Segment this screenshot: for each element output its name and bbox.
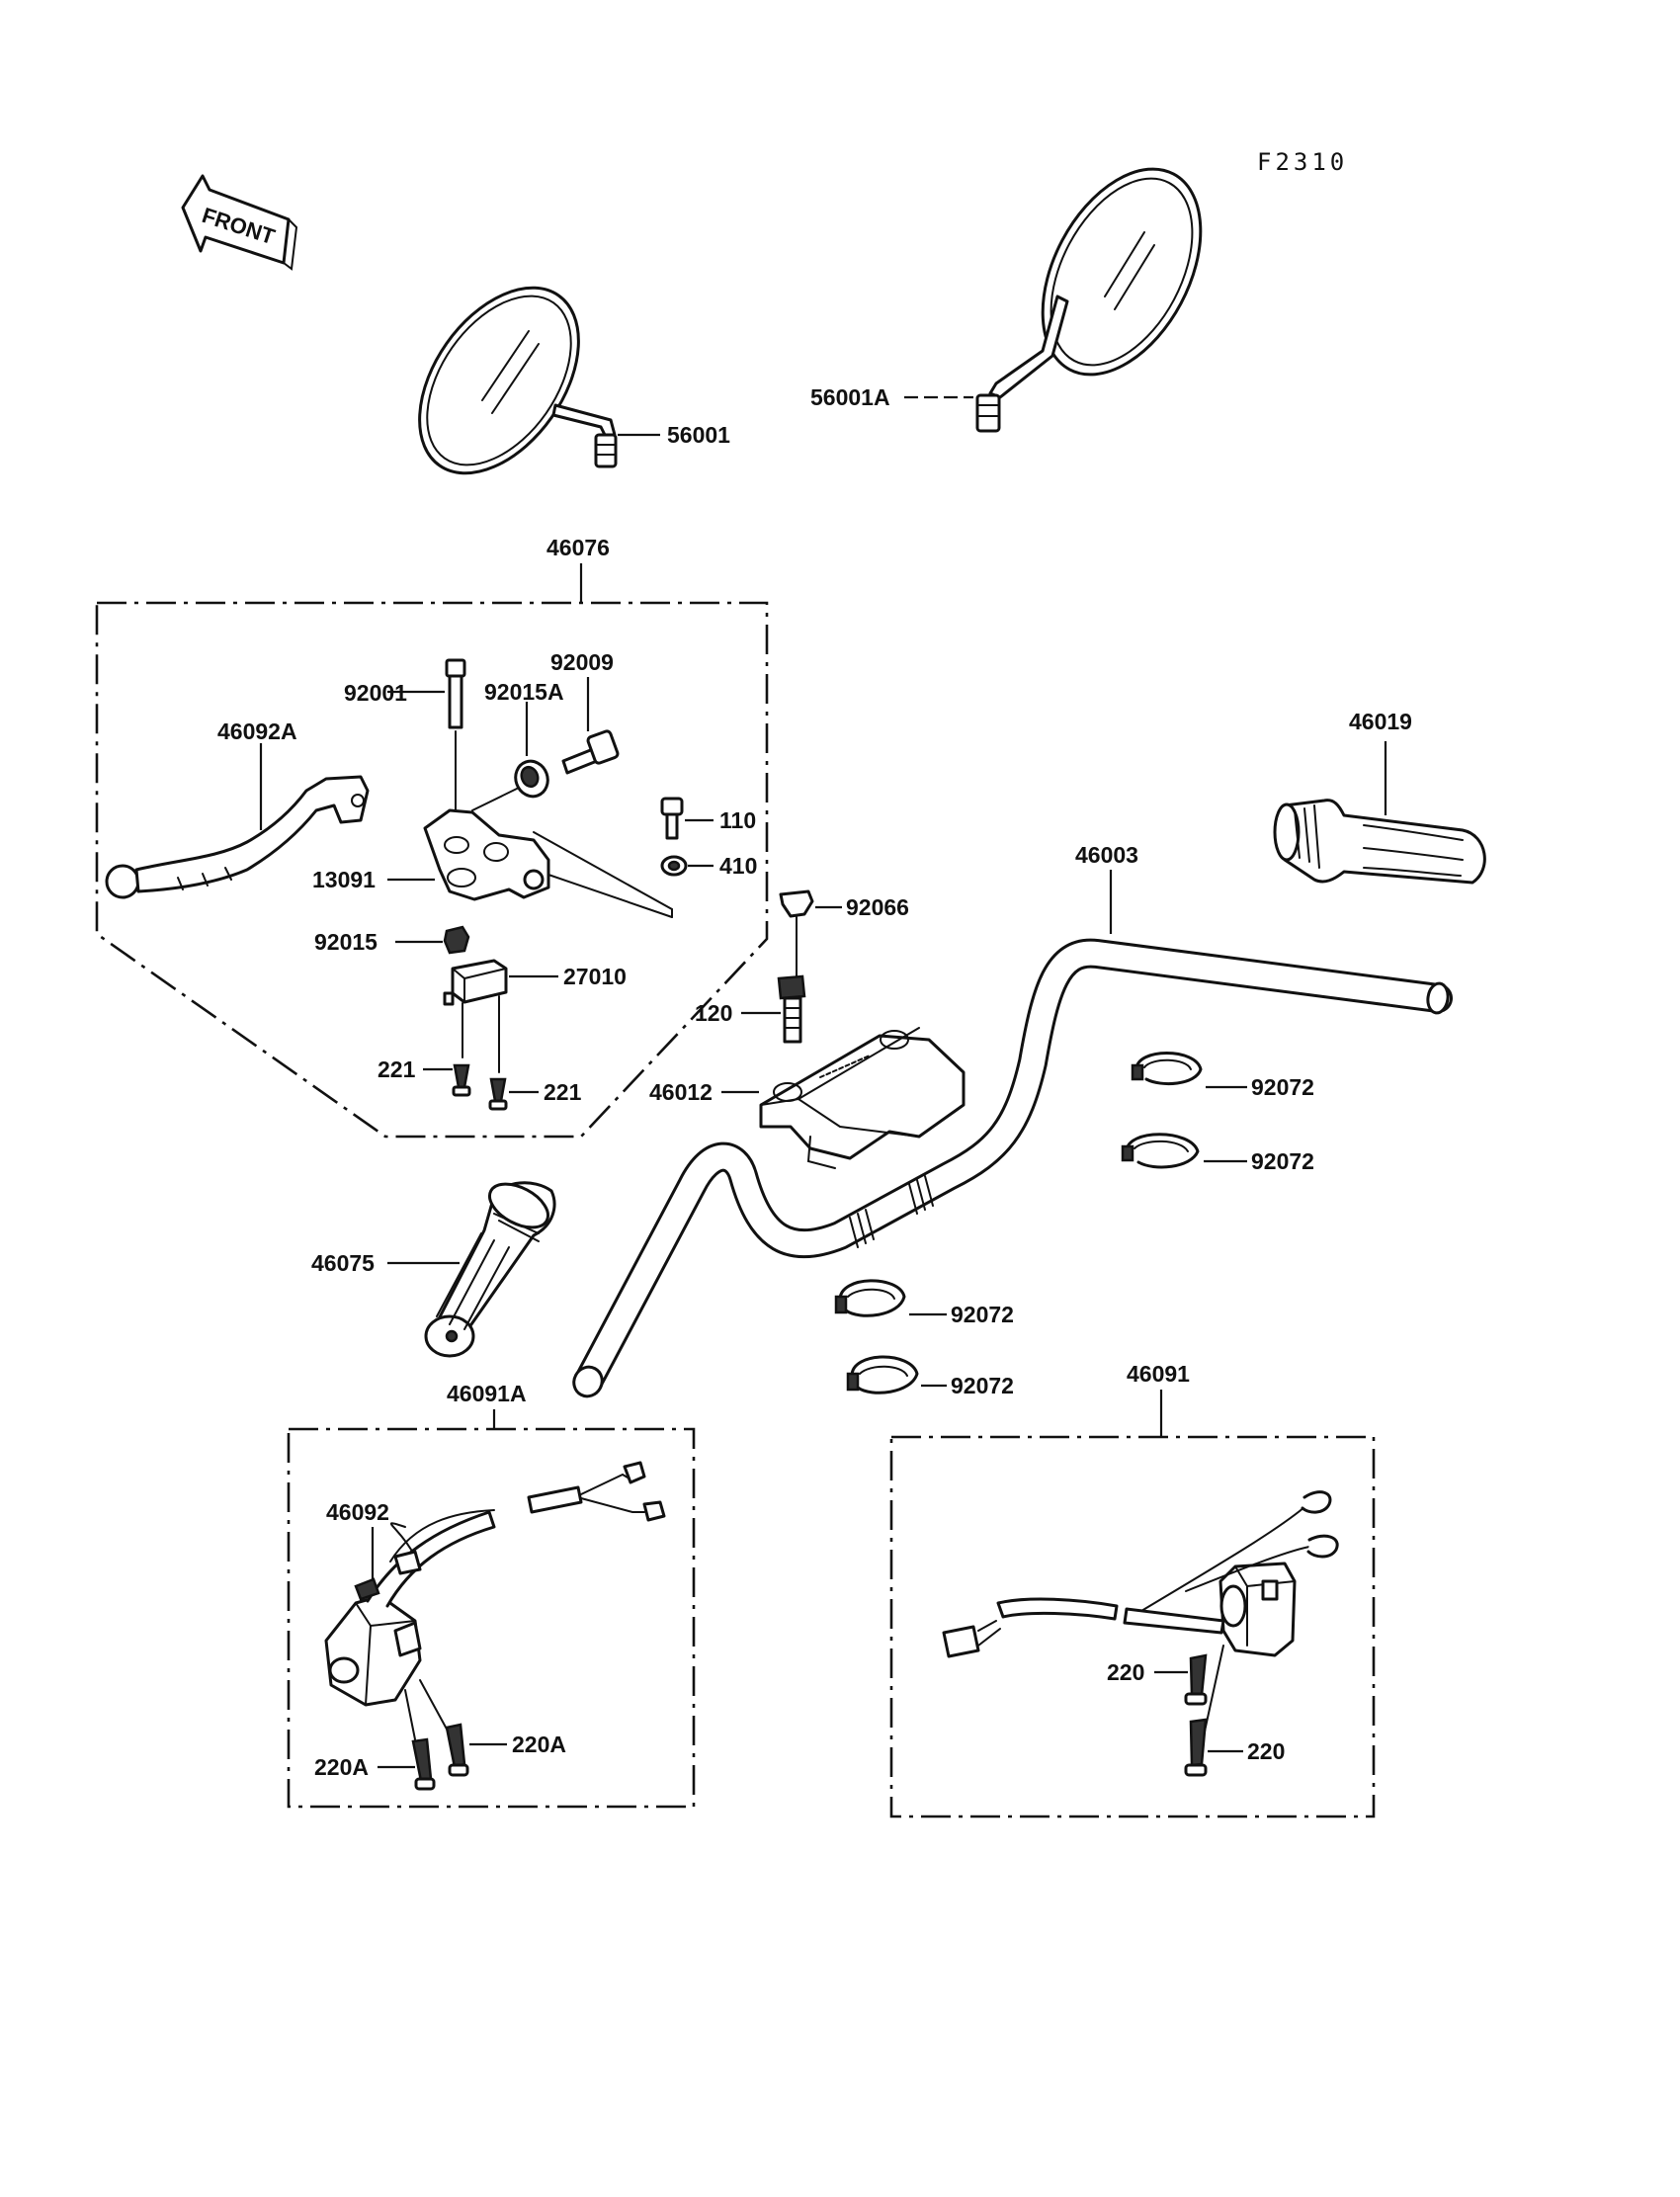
- nut-92015: [443, 925, 470, 955]
- label-92072-1: 92072: [1251, 1074, 1314, 1100]
- label-46012: 46012: [649, 1079, 713, 1105]
- label-92072-2: 92072: [1251, 1148, 1314, 1174]
- label-92001: 92001: [344, 680, 407, 706]
- holder-13091: [423, 808, 673, 918]
- label-221-b: 221: [544, 1079, 582, 1105]
- bolt-120: [777, 974, 806, 1044]
- screw-220A-b: [411, 1737, 436, 1791]
- label-56001A: 56001A: [810, 384, 890, 410]
- label-92009: 92009: [550, 649, 614, 675]
- clamp-band-4: [846, 1355, 919, 1394]
- label-120: 120: [695, 1000, 732, 1026]
- label-46076: 46076: [546, 535, 610, 560]
- label-92072-4: 92072: [951, 1373, 1014, 1398]
- adjuster-92009: [561, 729, 620, 775]
- screw-220-a: [1184, 1653, 1208, 1706]
- label-46019: 46019: [1349, 709, 1412, 734]
- label-221-a: 221: [378, 1056, 416, 1082]
- switch-left-box: [287, 1427, 696, 1809]
- handlebar-46003: [572, 938, 1453, 1398]
- label-92066: 92066: [846, 894, 909, 920]
- grip-right-46019: [1273, 799, 1486, 885]
- label-46091A: 46091A: [447, 1381, 527, 1406]
- label-56001: 56001: [667, 422, 730, 448]
- label-46092: 46092: [326, 1499, 389, 1525]
- screw-221-b: [488, 1077, 508, 1111]
- ring-92015A: [514, 759, 549, 799]
- clamp-band-1: [1131, 1052, 1203, 1086]
- grip-left-46075: [424, 1181, 556, 1358]
- front-arrow-icon: FRONT: [181, 174, 298, 271]
- lever-assembly-box: [95, 601, 769, 1139]
- bolt-92001: [445, 658, 466, 729]
- label-92072-3: 92072: [951, 1302, 1014, 1327]
- label-220-b: 220: [1247, 1738, 1285, 1764]
- clamp-band-2: [1121, 1133, 1200, 1169]
- nut-410: [660, 855, 688, 877]
- label-220A-a: 220A: [512, 1732, 566, 1757]
- clamp-46012: [759, 1027, 966, 1169]
- label-220A-b: 220A: [314, 1754, 369, 1780]
- switch-right-box: [889, 1435, 1376, 1818]
- mirror-left: [418, 286, 618, 475]
- label-46003: 46003: [1075, 842, 1138, 868]
- lever-46092A: [105, 775, 370, 899]
- label-27010: 27010: [563, 964, 627, 989]
- switch-27010: [443, 959, 508, 1006]
- clamp-band-3: [834, 1279, 906, 1317]
- screw-220-b: [1184, 1718, 1208, 1777]
- label-46092A: 46092A: [217, 718, 297, 744]
- label-92015A: 92015A: [484, 679, 564, 705]
- mirror-right: [975, 167, 1203, 433]
- bolt-110: [660, 797, 684, 840]
- label-92015: 92015: [314, 929, 378, 955]
- label-13091: 13091: [312, 867, 376, 892]
- label-220-a: 220: [1107, 1659, 1144, 1685]
- label-110: 110: [719, 807, 756, 833]
- screw-220A-a: [445, 1723, 469, 1777]
- cap-92066: [779, 889, 814, 979]
- switch-right-46091: [942, 1490, 1339, 1658]
- reference-code: F2310: [1257, 148, 1348, 176]
- label-410: 410: [719, 853, 757, 879]
- label-46075: 46075: [311, 1250, 375, 1276]
- screw-221-a: [452, 1063, 471, 1097]
- label-46091: 46091: [1127, 1361, 1190, 1387]
- switch-left-46091A: [324, 1461, 666, 1707]
